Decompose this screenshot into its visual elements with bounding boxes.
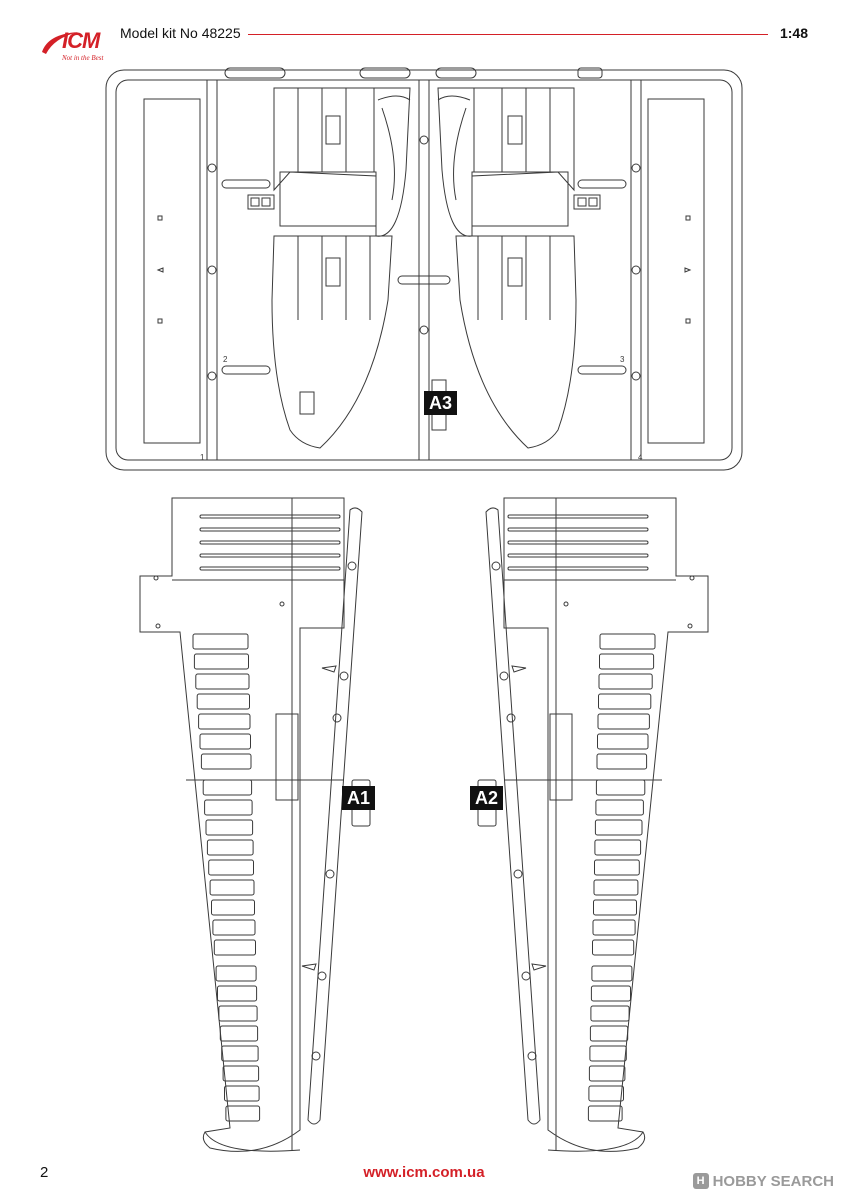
wing-rib-panel (597, 733, 649, 750)
wing-half-a2 (477, 497, 709, 1152)
wing-rib-panel (588, 1065, 626, 1082)
wing-rib-panel (597, 713, 650, 730)
wing-rib-panel (202, 779, 253, 796)
scale-label: 1:48 (779, 25, 808, 41)
sprue-frame-a3 (105, 67, 743, 471)
attachment-number-3: 3 (620, 355, 625, 364)
wing-rib-panel (192, 633, 249, 650)
wing-half-a1 (139, 497, 371, 1152)
wing-rib-panel (211, 899, 255, 916)
wing-rib-panel (595, 779, 646, 796)
wing-rib-panel (224, 1085, 260, 1102)
wing-rib-panel (209, 879, 255, 896)
page-header: ICM Not in the Best Model kit No 48225 1… (0, 0, 848, 62)
wing-rib-panel (589, 1045, 627, 1062)
wing-rib-panel (222, 1065, 260, 1082)
page-number: 2 (40, 1164, 49, 1181)
wing-rib-panels-a1 (192, 633, 261, 1122)
wing-rib-panel (212, 919, 256, 936)
wing-rib-panel (225, 1105, 261, 1122)
wing-rib-panel (196, 693, 250, 710)
wing-rib-panel (590, 1005, 630, 1022)
website-link[interactable]: www.icm.com.ua (363, 1164, 485, 1181)
wing-rib-panel (208, 859, 254, 876)
wing-rib-panel (599, 653, 655, 670)
wing-rib-panel (200, 753, 252, 770)
fuselage-half-right (437, 87, 601, 449)
wing-rib-panel (593, 899, 637, 916)
wing-rib-panel (587, 1105, 623, 1122)
part-label-a3: A3 (424, 391, 458, 415)
attachment-number-1: 1 (200, 453, 205, 462)
wing-rib-panel (592, 919, 636, 936)
wing-rib-panel (219, 1025, 259, 1042)
wing-rib-panel (221, 1045, 259, 1062)
wing-rib-panel (595, 799, 644, 816)
wing-rib-panel (205, 819, 254, 836)
wing-rib-panel (204, 799, 253, 816)
wing-rib-panel (589, 1025, 629, 1042)
hobby-search-logo-icon: H (692, 1173, 709, 1189)
wing-rib-panel (199, 733, 251, 750)
attachment-number-4: 4 (638, 453, 643, 462)
fuselage-half-left (247, 87, 411, 449)
part-label-a1: A1 (342, 786, 376, 810)
wing-rib-panel (598, 693, 652, 710)
wing-rib-panel (599, 633, 656, 650)
wing-rib-panels-a2 (587, 633, 656, 1122)
logo-brand-text: ICM (62, 28, 100, 53)
wing-rib-panel (217, 985, 258, 1002)
wing-rib-panel (598, 673, 653, 690)
icm-logo: ICM Not in the Best (40, 22, 115, 62)
wing-rib-panel (215, 965, 257, 982)
kit-title: Model kit No 48225 (120, 25, 241, 41)
wing-rib-panel (193, 653, 249, 670)
wing-rib-panel (206, 839, 254, 856)
wing-rib-panel (594, 819, 643, 836)
logo-swoosh-icon (42, 32, 78, 54)
wing-rib-panel (591, 939, 635, 956)
wing-rib-panel (195, 673, 250, 690)
wing-rib-panel (596, 753, 648, 770)
wing-rib-panel (590, 985, 631, 1002)
wing-rib-panel (588, 1085, 624, 1102)
wing-rib-panel (594, 839, 642, 856)
wing-rib-panel (594, 859, 640, 876)
watermark-text: HOBBY SEARCH (712, 1172, 834, 1190)
header-divider (248, 34, 768, 35)
wing-rib-panel (213, 939, 257, 956)
attachment-number-2: 2 (223, 355, 228, 364)
wing-rib-panel (218, 1005, 258, 1022)
wing-rib-panel (591, 965, 633, 982)
logo-tagline: Not in the Best (62, 54, 104, 62)
part-label-a2: A2 (470, 786, 504, 810)
wing-rib-panel (198, 713, 251, 730)
hobby-search-watermark: H HOBBY SEARCH (692, 1172, 834, 1190)
wing-rib-panel (593, 879, 639, 896)
